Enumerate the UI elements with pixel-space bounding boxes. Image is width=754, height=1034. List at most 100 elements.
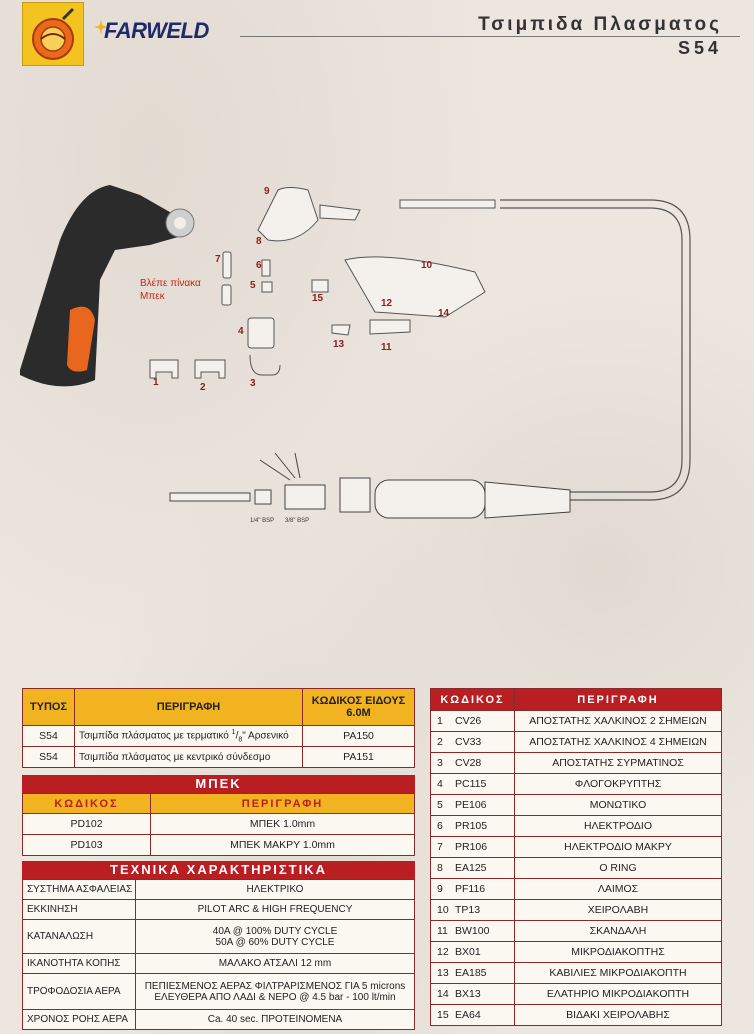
part-code: EA185 [450,962,515,984]
callout-14: 14 [438,308,450,319]
part-code: CV33 [450,731,515,753]
callout-3: 3 [250,378,256,389]
callout-1: 1 [153,377,159,388]
fitting-label-quarter: 1/4" BSP [250,518,274,524]
nozzle-code: PD103 [22,834,151,856]
spark-icon [94,20,108,34]
part-number: 11 [429,920,451,942]
col-code: ΚΩΔΙΚΟΣ [430,688,515,711]
callout-13: 13 [333,339,345,350]
callout-12: 12 [381,298,393,309]
callout-10: 10 [421,260,433,271]
spec-value: ΠΕΠΙΕΣΜΕΝΟΣ ΑΕΡΑΣ ΦΙΛΤΡΑΡΙΣΜΕΝΟΣ ΓΙΑ 5 m… [135,973,415,1010]
nozzle-description: ΜΠΕΚ 1.0mm [150,813,415,835]
callout-6: 6 [256,260,262,271]
brand-logo-text: FARWELD [104,18,209,43]
spec-value: ΗΛΕΚΤΡΙΚΟ [135,879,415,900]
model-code: PA151 [302,746,415,768]
part-description: ΜΟΝΩΤΙΚΟ [514,794,722,816]
spec-label: ΕΚΚΙΝΗΣΗ [22,899,136,920]
spec-value-line: 50A @ 60% DUTY CYCLE [215,936,335,948]
part-description: ΜΙΚΡΟΔΙΑΚΟΠΤΗΣ [514,941,722,963]
product-title: Τσιμπιδα Πλασματος [478,14,722,35]
note-line-2: Μπεκ [140,291,165,302]
part-number: 1 [429,710,451,732]
part-code: PR106 [450,836,515,858]
nozzle-section-title: ΜΠΕΚ [22,775,415,793]
part-code: BX01 [450,941,515,963]
part-number: 9 [429,878,451,900]
nozzle-code: PD102 [22,813,151,835]
brand-logo-emblem [22,2,84,66]
part-description: ΗΛΕΚΤΡΟΔΙΟ [514,815,722,837]
desc-prefix: Τσιμπίδα πλάσματος με τερματικό [79,730,232,742]
specs-section-title: ΤΕΧΝΙΚΑ ΧΑΡΑΚΤΗΡΙΣΤΙΚΑ [22,861,415,879]
part-code: CV28 [450,752,515,774]
spec-value: PILOT ARC & HIGH FREQUENCY [135,899,415,920]
fraction-denominator: 8 [238,736,243,744]
col-description: ΠΕΡΙΓΡΑΦΗ [514,688,722,711]
part-number: 6 [429,815,451,837]
callout-15: 15 [312,293,324,304]
part-code: EA125 [450,857,515,879]
part-number: 10 [429,899,451,921]
part-description: ΑΠΟΣΤΑΤΗΣ ΧΑΛΚΙΝΟΣ 2 ΣΗΜΕΙΩΝ [514,710,722,732]
nozzle-table: ΚΩΔΙΚΟΣ ΠΕΡΙΓΡΑΦΗ PD102 ΜΠΕΚ 1.0mm PD103… [22,793,415,856]
part-number: 15 [429,1004,451,1026]
desc-suffix: " Αρσενικό [242,730,289,742]
part-description: ΑΠΟΣΤΑΤΗΣ ΧΑΛΚΙΝΟΣ 4 ΣΗΜΕΙΩΝ [514,731,722,753]
table-row: ΤΡΟΦΟΔΟΣΙΑ ΑΕΡΑ ΠΕΠΙΕΣΜΕΝΟΣ ΑΕΡΑΣ ΦΙΛΤΡΑ… [22,973,415,1010]
part-number: 3 [429,752,451,774]
part-description: ΦΛΟΓΟΚΡΥΠΤΗΣ [514,773,722,795]
spec-value-line: 40A @ 100% DUTY CYCLE [212,925,338,937]
col-description: ΠΕΡΙΓΡΑΦΗ [150,793,415,814]
specs-table: ΣΥΣΤΗΜΑ ΑΣΦΑΛΕΙΑΣ ΗΛΕΚΤΡΙΚΟ ΕΚΚΙΝΗΣΗ PIL… [22,879,415,1030]
part-description: ΒΙΔΑΚΙ ΧΕΙΡΟΛΑΒΗΣ [514,1004,722,1026]
part-description: O RING [514,857,722,879]
callout-9: 9 [264,186,270,197]
nozzle-description: ΜΠΕΚ ΜΑΚΡΥ 1.0mm [150,834,415,856]
part-description: ΗΛΕΚΤΡΟΔΙΟ ΜΑΚΡΥ [514,836,722,858]
callout-2: 2 [200,382,206,393]
table-row: ΧΡΟΝΟΣ ΡΟΗΣ ΑΕΡΑ Ca. 40 sec. ΠΡΟΤΕΙΝΟΜΕΝ… [22,1009,415,1030]
nozzle-table-note: Βλέπε πίνακα Μπεκ [140,277,201,303]
spec-value: 40A @ 100% DUTY CYCLE 50A @ 60% DUTY CYC… [135,919,415,954]
table-row: PD102 ΜΠΕΚ 1.0mm [22,813,415,835]
model-description: Τσιμπίδα πλάσματος με κεντρικό σύνδεσμο [74,746,303,768]
table-row: ΣΥΣΤΗΜΑ ΑΣΦΑΛΕΙΑΣ ΗΛΕΚΤΡΙΚΟ [22,879,415,900]
model-description: Τσιμπίδα πλάσματος με τερματικό 1/8" Αρσ… [74,725,303,747]
fitting-label-three-eighths: 3/8" BSP [285,518,309,524]
callout-8: 8 [256,236,262,247]
col-description: ΠΕΡΙΓΡΑΦΗ [74,688,303,726]
torch-emblem-icon [32,7,75,60]
spec-value-line: ΕΛΕΥΘΕΡΑ ΑΠΟ ΛΑΔΙ & ΝΕΡΟ @ 4.5 bar - 100… [154,991,396,1003]
model-type: S54 [22,725,75,747]
models-table: ΤΥΠΟΣ ΠΕΡΙΓΡΑΦΗ ΚΩΔΙΚΟΣ ΕΙΔΟΥΣ 6.0M S54 … [22,688,415,768]
part-code: PF116 [450,878,515,900]
part-description: ΣΚΑΝΔΑΛΗ [514,920,722,942]
spec-label: ΤΡΟΦΟΔΟΣΙΑ ΑΕΡΑ [22,973,136,1010]
spec-value: ΜΑΛΑΚΟ ΑΤΣΑΛΙ 12 mm [135,953,415,974]
table-row: S54 Τσιμπίδα πλάσματος με τερματικό 1/8"… [22,725,415,747]
model-type: S54 [22,746,75,768]
note-line-1: Βλέπε πίνακα [140,278,201,289]
page-title: Τσιμπιδα Πλασματος S54 [478,14,722,59]
part-code: PR105 [450,815,515,837]
col-code: ΚΩΔΙΚΟΣ [22,793,151,814]
spec-label: ΚΑΤΑΝΑΛΩΣΗ [22,919,136,954]
part-description: ΕΛΑΤΗΡΙΟ ΜΙΚΡΟΔΙΑΚΟΠΤΗ [514,983,722,1005]
part-code: PC115 [450,773,515,795]
spec-label: ΧΡΟΝΟΣ ΡΟΗΣ ΑΕΡΑ [22,1009,136,1030]
